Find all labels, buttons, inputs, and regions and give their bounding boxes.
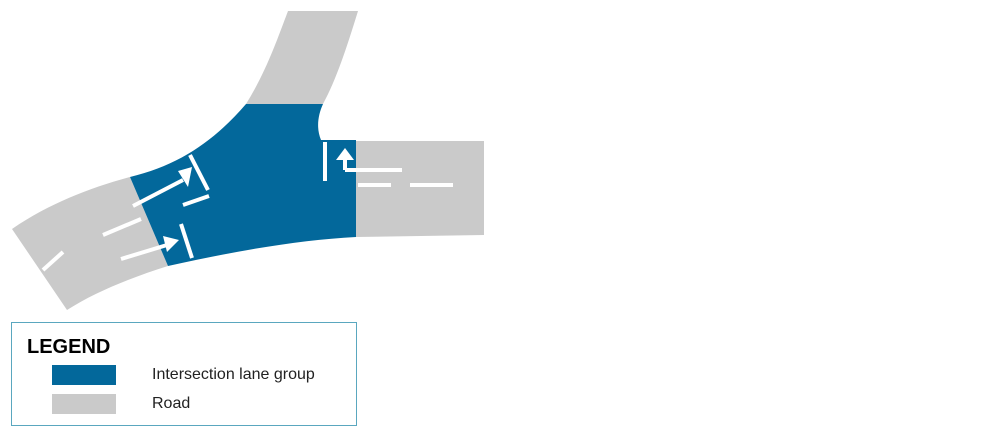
lane-dash: [182, 194, 210, 207]
stop-bar-southwest-upper: [188, 154, 210, 191]
lane-dash: [102, 217, 142, 237]
through-arrow-upper-shaft: [132, 178, 184, 208]
road-east-approach: [356, 141, 484, 237]
legend-swatch-road: [52, 394, 116, 414]
legend-item-intersection-lane-group: Intersection lane group: [52, 364, 315, 386]
turn-arrows: [120, 148, 402, 261]
legend-item-road: Road: [52, 393, 190, 415]
road-southwest-approach: [12, 177, 168, 310]
legend-item-label: Road: [152, 395, 191, 412]
legend-title: LEGEND: [27, 336, 111, 358]
stop-bar-southwest-lower: [179, 223, 194, 259]
through-arrow-upper-head: [178, 167, 192, 187]
legend-item-label: Intersection lane group: [152, 366, 315, 383]
through-arrow-lower-shaft: [120, 243, 168, 261]
intersection-lane-group-area: [130, 104, 356, 266]
lane-dash: [41, 250, 65, 272]
through-arrow-lower-head: [163, 236, 179, 252]
left-turn-arrowhead: [336, 148, 354, 160]
road-north-approach: [246, 11, 358, 104]
legend-box: LEGEND Intersection lane group Road: [11, 322, 357, 426]
lane-markings: [41, 142, 453, 272]
legend-swatch-intersection-lane-group: [52, 365, 116, 385]
